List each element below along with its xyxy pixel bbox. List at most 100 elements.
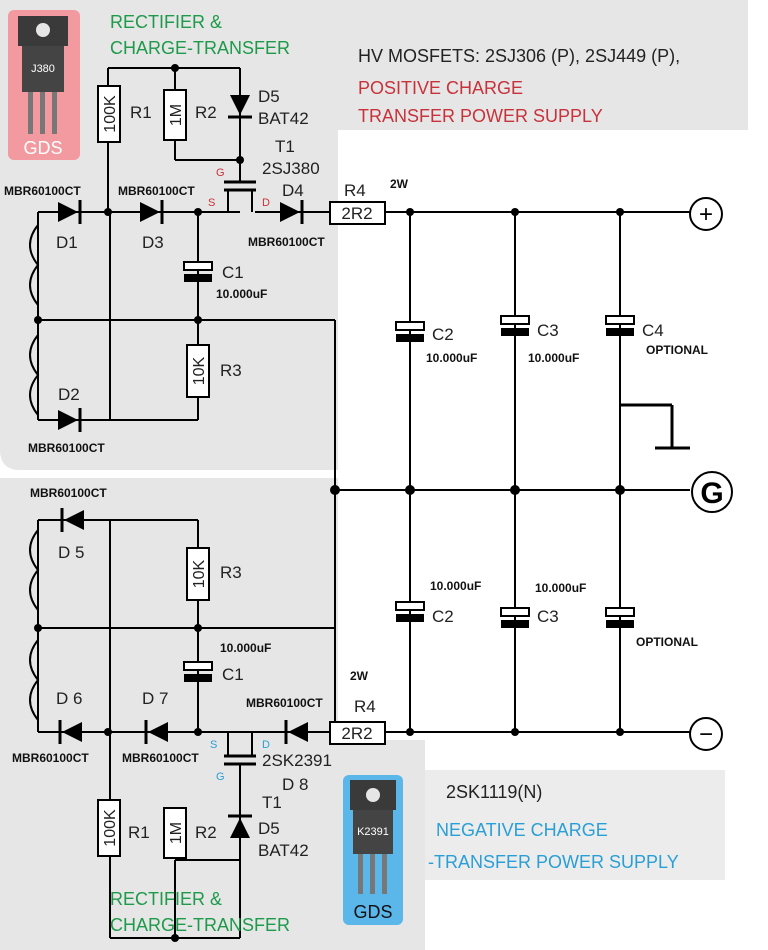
top-c3-icon [500, 315, 530, 336]
top-c3-name: C3 [537, 321, 559, 340]
top-t1-name: T1 [275, 137, 295, 156]
top-d4-icon [280, 200, 304, 224]
top-r1-name: R1 [130, 103, 152, 122]
bottom-r3 [186, 547, 210, 601]
rectifier-title-top-2: CHARGE-TRANSFER [110, 38, 290, 58]
top-r4-name: R4 [344, 181, 366, 200]
bottom-t1-part: 2SK2391 [262, 751, 332, 770]
top-d2-name: D2 [58, 385, 80, 404]
bottom-d8-name: D 8 [282, 775, 308, 794]
top-t1-part: 2SJ380 [262, 159, 320, 178]
top-r2-name: R2 [195, 103, 217, 122]
nchannel-label: 2SK1119(N) [446, 782, 542, 802]
top-t1-icon [224, 165, 256, 212]
bottom-c2-name: C2 [432, 607, 454, 626]
bottom-package-icon [343, 775, 403, 925]
top-r1-value: 100K [102, 95, 119, 133]
footer-panel [425, 770, 725, 880]
bottom-d8-icon [284, 720, 308, 744]
rectifier-title-top-1: RECTIFIER & [110, 12, 222, 32]
positive-title-2: TRANSFER POWER SUPPLY [358, 106, 603, 126]
bottom-c4-value: OPTIONAL [636, 635, 698, 649]
bottom-t1-name: T1 [262, 793, 282, 812]
top-d2-part: MBR60100CT [28, 441, 105, 455]
top-c3-value: 10.000uF [528, 351, 579, 365]
bottom-d5-name: D5 [258, 819, 280, 838]
bottom-r3-name: R3 [220, 563, 242, 582]
top-t1-drain: D [262, 197, 270, 209]
bottom-c3-value: 10.000uF [535, 581, 586, 595]
top-r4-value: 2R2 [341, 204, 372, 223]
top-c1-name: C1 [222, 263, 244, 282]
top-c1-icon [183, 261, 213, 282]
bottom-t1-gate: G [216, 771, 225, 783]
top-r2-value: 1M [168, 104, 185, 126]
top-winding-icon [29, 224, 40, 416]
bottom-wiring [37, 519, 690, 939]
top-d3-part: MBR60100CT [118, 184, 195, 198]
bottom-c2-icon [395, 601, 425, 622]
bottom-package-part: K2391 [357, 826, 389, 838]
bottom-d6-part: MBR60100CT [12, 751, 89, 765]
top-r2 [163, 89, 187, 141]
bottom-d7-icon [144, 720, 168, 744]
top-t1-source: S [208, 197, 215, 209]
bottom-winding-icon [29, 529, 40, 721]
top-r3-value: 10K [191, 356, 208, 385]
negative-terminal-icon [689, 717, 723, 751]
bottom-c4-icon [605, 607, 635, 628]
top-r3-name: R3 [220, 361, 242, 380]
top-c1-value: 10.000uF [216, 287, 267, 301]
top-c2-name: C2 [432, 325, 454, 344]
top-c4-icon [605, 315, 635, 336]
bottom-d6-name: D 6 [56, 689, 82, 708]
rectifier-title-bottom-2: CHARGE-TRANSFER [110, 915, 290, 935]
top-c2-icon [395, 321, 425, 342]
bottom-r4-value: 2R2 [341, 724, 372, 743]
top-c4-name: C4 [642, 321, 664, 340]
ground-terminal-icon [691, 471, 733, 513]
top-package-part: J380 [31, 63, 55, 75]
bottom-d5-icon [60, 508, 84, 532]
negative-title-2: -TRANSFER POWER SUPPLY [428, 852, 679, 872]
bottom-d7-name: D 7 [142, 689, 168, 708]
top-package-pins: GDS [23, 138, 62, 158]
top-d1-icon [58, 200, 82, 224]
negative-terminal-label: − [699, 721, 713, 748]
top-t1-gate: G [216, 167, 225, 179]
top-d1-name: D1 [56, 233, 78, 252]
top-package-icon [8, 10, 80, 160]
top-panel [0, 0, 338, 470]
bottom-t1-drain: D [262, 739, 270, 751]
bottom-t1-icon [224, 732, 256, 775]
bottom-package-pins: GDS [353, 902, 392, 922]
negative-title-1: NEGATIVE CHARGE [436, 820, 608, 840]
bottom-r3-value: 10K [191, 559, 208, 588]
rectifier-title-bottom-1: RECTIFIER & [110, 889, 222, 909]
bottom-d5-bat42-icon [228, 814, 252, 838]
top-d5-part: BAT42 [258, 109, 309, 128]
top-d5-name: D5 [258, 87, 280, 106]
top-d5-icon [228, 95, 252, 119]
header-panel [338, 0, 748, 130]
top-r4-power: 2W [390, 177, 409, 191]
ground-terminal-label: G [700, 477, 723, 510]
junction-dots [34, 64, 625, 942]
positive-title-1: POSITIVE CHARGE [358, 78, 523, 98]
bottom-d8-part: MBR60100CT [246, 696, 323, 710]
bottom-r4-name: R4 [354, 697, 376, 716]
ground-symbol-icon [620, 403, 690, 450]
bottom-c2-value: 10.000uF [430, 579, 481, 593]
bottom-r2-name: R2 [195, 823, 217, 842]
bottom-c3-icon [500, 607, 530, 628]
bottom-d7-part: MBR60100CT [122, 751, 199, 765]
top-d1-part: MBR60100CT [4, 184, 81, 198]
bottom-r4 [329, 721, 386, 745]
positive-terminal-label: + [699, 201, 713, 228]
bottom-r1-name: R1 [128, 823, 150, 842]
bottom-r2 [163, 807, 187, 859]
hv-mosfets-text: HV MOSFETS: 2SJ306 (P), 2SJ449 (P), [358, 46, 680, 66]
top-r3 [186, 344, 210, 398]
bottom-d5b-part: MBR60100CT [30, 486, 107, 500]
bottom-r4-power: 2W [350, 669, 369, 683]
